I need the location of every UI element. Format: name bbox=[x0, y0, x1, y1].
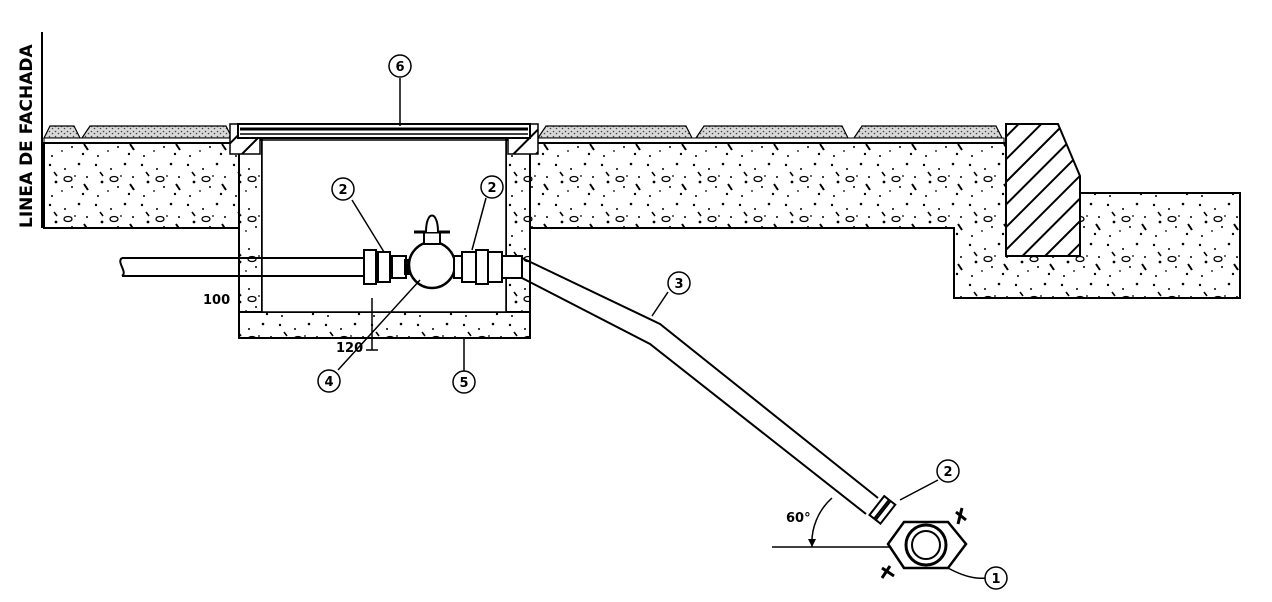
main-pipe bbox=[880, 507, 968, 579]
angle-dimension: 60° bbox=[772, 497, 890, 548]
service-pipe bbox=[521, 257, 879, 515]
callout-6: 6 bbox=[388, 54, 412, 78]
callout-2-right: 2 bbox=[480, 175, 504, 199]
svg-text:2: 2 bbox=[487, 181, 496, 196]
callout-4: 4 bbox=[317, 369, 341, 393]
leader-lines bbox=[337, 78, 987, 580]
outlet-pipe bbox=[119, 257, 372, 277]
dim-depth: 120 bbox=[336, 341, 363, 356]
facade-label: LINEA DE FACHADA bbox=[17, 43, 37, 228]
svg-text:5: 5 bbox=[459, 376, 468, 391]
curb-stone bbox=[1005, 123, 1081, 257]
callout-3: 3 bbox=[667, 271, 691, 295]
callout-2-main: 2 bbox=[936, 459, 960, 483]
svg-text:6: 6 bbox=[395, 60, 404, 75]
box-floor bbox=[238, 311, 531, 339]
callout-2-left: 2 bbox=[331, 177, 355, 201]
svg-text:2: 2 bbox=[943, 465, 952, 480]
callout-1: 1 bbox=[984, 566, 1008, 590]
left-fitting bbox=[363, 249, 410, 285]
box-right-wall bbox=[505, 139, 531, 315]
box-dimensions: 100 120 bbox=[203, 293, 378, 356]
svg-text:3: 3 bbox=[674, 277, 683, 292]
water-meter bbox=[407, 214, 457, 290]
svg-text:2: 2 bbox=[338, 183, 347, 198]
box-lid bbox=[237, 123, 531, 139]
angle-label: 60° bbox=[786, 511, 811, 526]
curb-footing bbox=[529, 142, 1241, 299]
right-fitting bbox=[453, 249, 523, 285]
dim-left-clearance: 100 bbox=[203, 293, 230, 308]
box-interior bbox=[261, 139, 507, 313]
box-left-wall bbox=[238, 139, 263, 315]
main-coupling bbox=[868, 494, 897, 526]
svg-text:1: 1 bbox=[991, 572, 1000, 587]
callout-5: 5 bbox=[452, 370, 476, 394]
svg-text:4: 4 bbox=[324, 375, 333, 390]
